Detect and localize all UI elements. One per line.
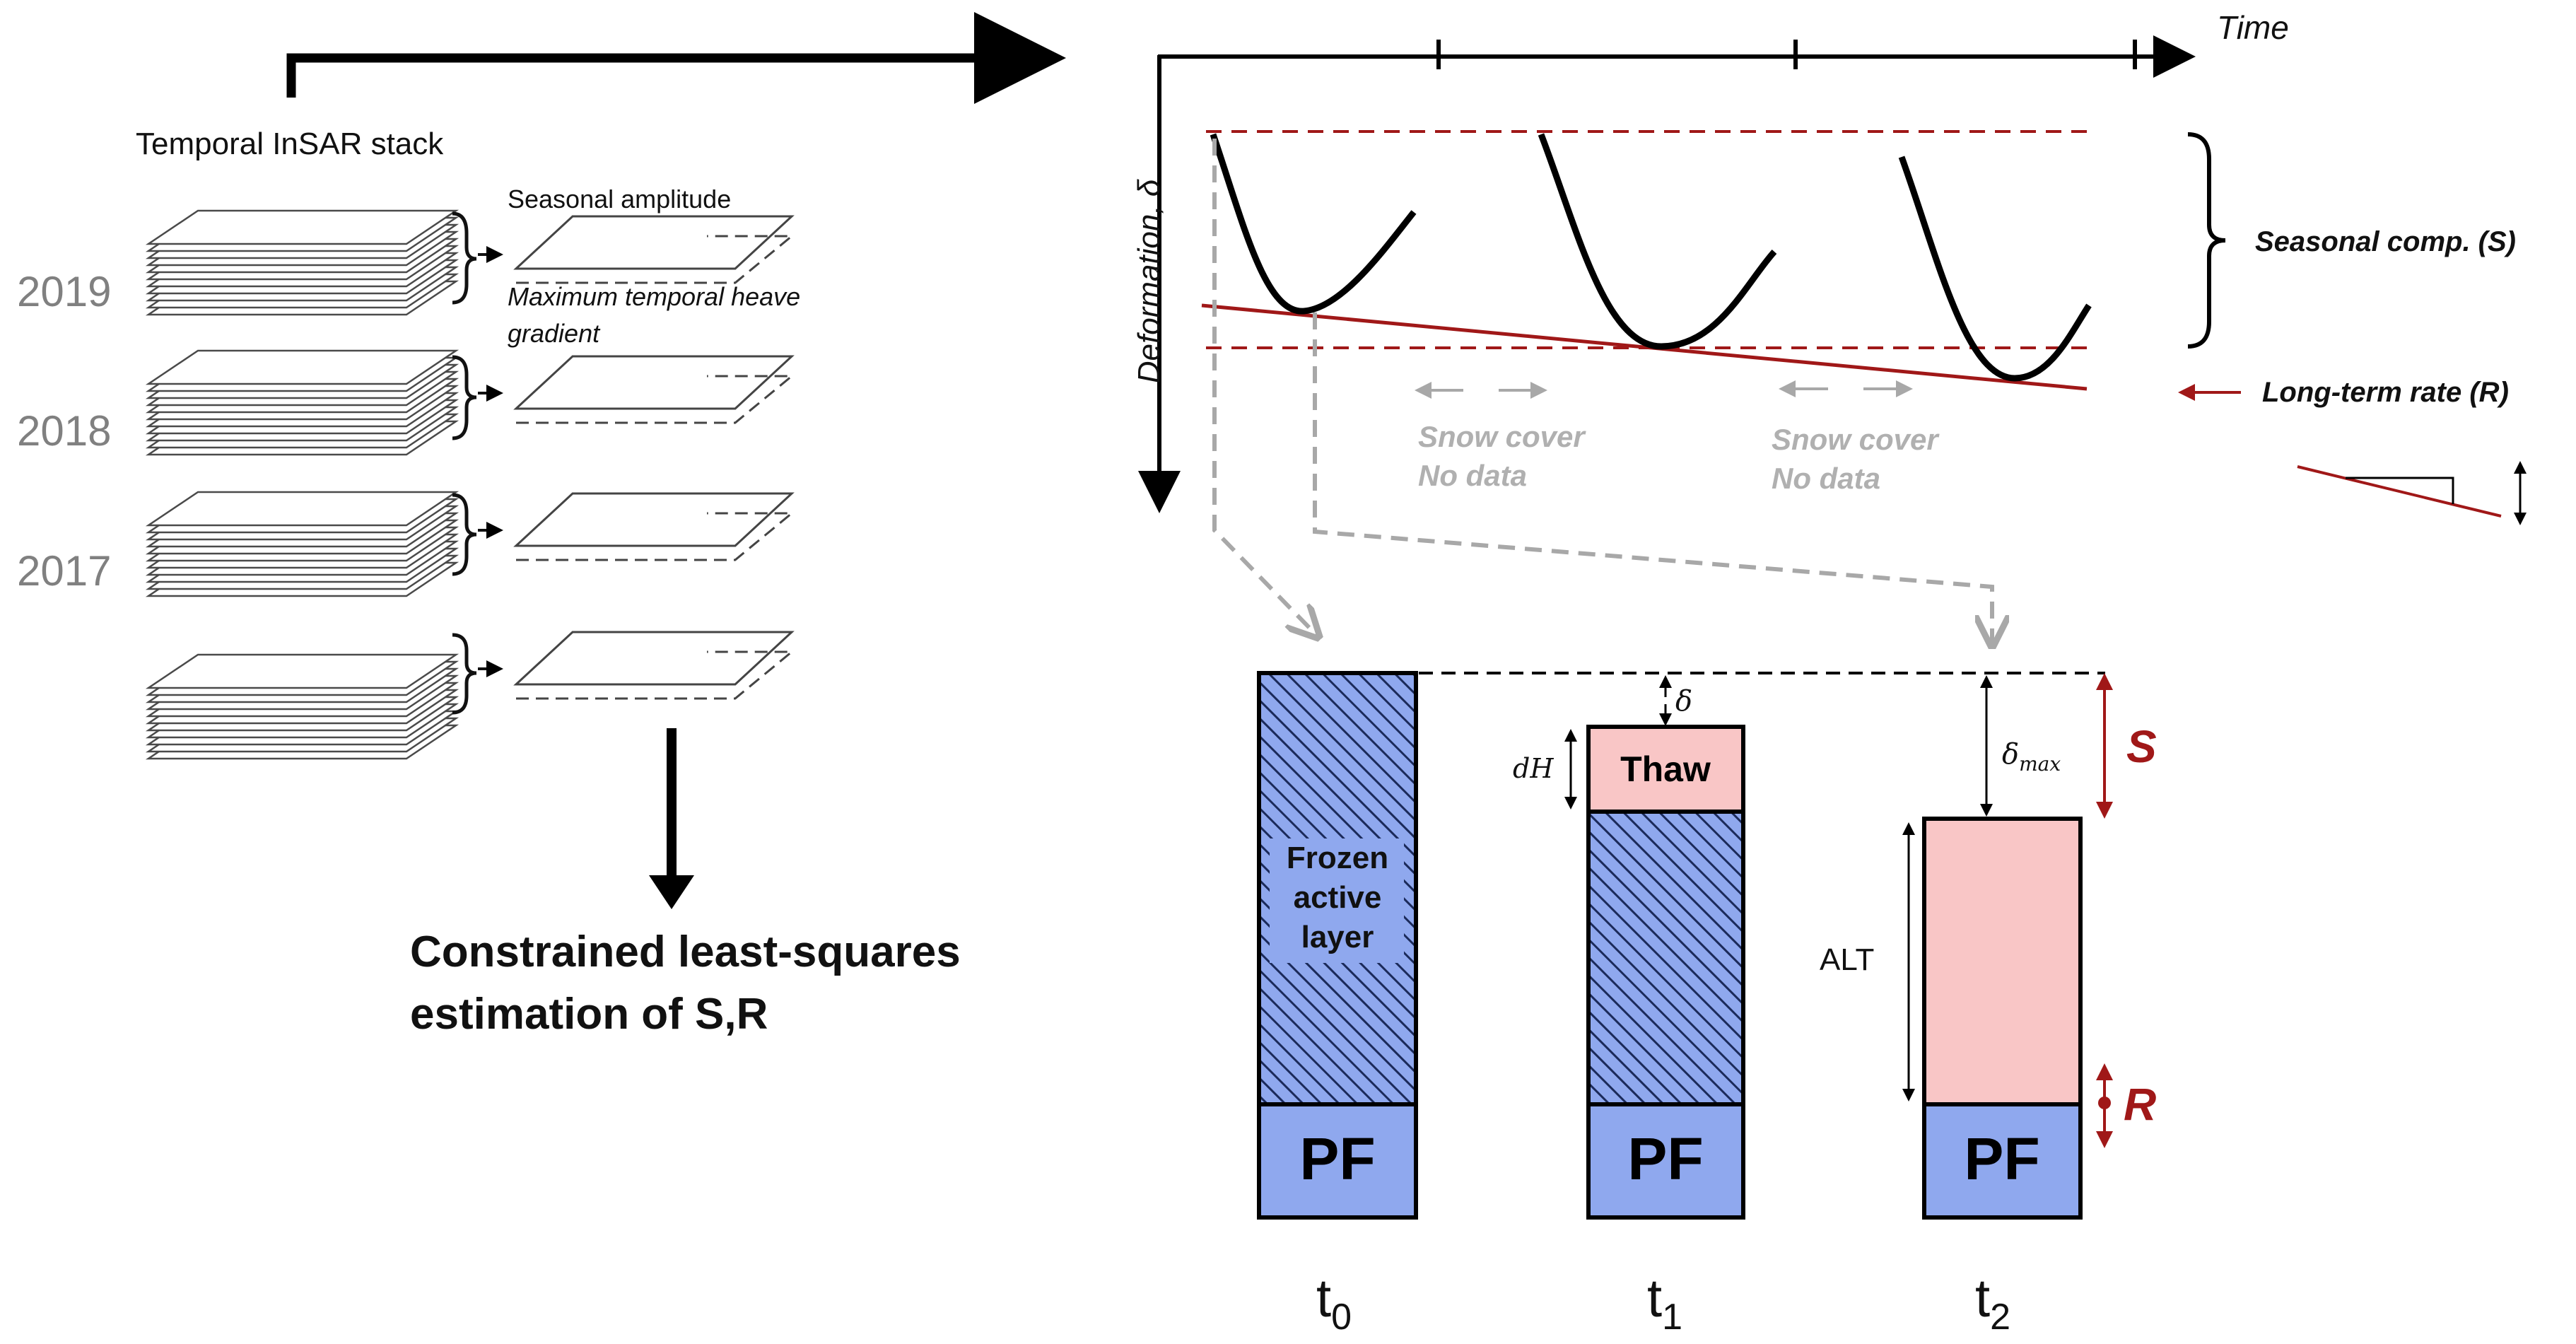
permafrost-t2 <box>1922 1102 2083 1220</box>
time-label-t0: t0 <box>1316 1268 1352 1338</box>
heave-gradient-label-1: Maximum temporal heave <box>508 282 800 311</box>
frozen-label-1: Frozen <box>1287 841 1388 875</box>
stack-title: Temporal InSAR stack <box>136 127 444 161</box>
stack-2019 <box>145 209 795 316</box>
guide-arrow-t2 <box>1313 312 1992 645</box>
amplitude-plane <box>513 215 795 270</box>
thaw-label: Thaw <box>1620 749 1711 789</box>
soil-columns: Frozen active layer PF Thaw PF δ dH PF <box>1257 671 2157 1338</box>
stack-2016 <box>145 631 795 760</box>
delta-max-label: δmax <box>2002 738 2061 776</box>
frozen-label-box <box>1270 838 1404 963</box>
guide-arrow-t0 <box>1212 139 1318 636</box>
r-label: R <box>2124 1079 2156 1130</box>
estimation-label-2: estimation of S,R <box>410 990 768 1039</box>
frozen-layer-t1 <box>1586 810 1745 1106</box>
brace <box>452 211 477 305</box>
year-label-2018: 2018 <box>17 407 111 455</box>
seasonal-curve-3 <box>1898 156 2092 382</box>
frozen-label-3: layer <box>1301 920 1374 954</box>
deformation-plot: Time Deformation, δ Snow cover No data S… <box>1132 9 2527 645</box>
seasonal-amplitude-label: Seasonal amplitude <box>508 185 731 214</box>
left-panel: Temporal InSAR stack <box>17 12 1066 1039</box>
estimation-label-1: Constrained least-squares <box>410 928 961 976</box>
seasonal-curve-1 <box>1210 133 1417 315</box>
frozen-label-2: active <box>1294 880 1382 915</box>
heave-gradient-label-2: gradient <box>508 319 601 348</box>
long-term-trend-line <box>1201 303 2088 391</box>
seasonal-curve-2 <box>1538 133 1777 350</box>
amplitude-plane-dashed <box>516 235 795 284</box>
thaw-layer-t2 <box>1922 817 2083 1106</box>
column-t1: Thaw PF δ dH <box>1513 675 1745 1220</box>
no-data-label-1: No data <box>1418 459 1527 492</box>
snow-cover-label-2: Snow cover <box>1772 423 1940 456</box>
pf-label-t2: PF <box>1964 1126 2039 1192</box>
flow-arrow-to-plot <box>286 12 1066 104</box>
time-label-t1: t1 <box>1647 1268 1682 1338</box>
seasonal-brace <box>2187 132 2226 349</box>
down-arrow-head <box>649 875 694 909</box>
year-label-2019: 2019 <box>17 268 111 315</box>
dh-label: dH <box>1513 753 1554 784</box>
slope-icon <box>2297 461 2527 525</box>
alt-label: ALT <box>1820 942 1874 977</box>
column-t0: Frozen active layer PF <box>1257 671 1418 1220</box>
year-label-2017: 2017 <box>17 547 111 595</box>
permafrost-t0 <box>1257 1102 1418 1220</box>
snow-cover-label-1: Snow cover <box>1418 420 1586 453</box>
thaw-layer-t1 <box>1586 725 1745 814</box>
column-t2: PF δmax ALT S R <box>1820 673 2157 1220</box>
s-label: S <box>2126 721 2157 772</box>
permafrost-t1 <box>1586 1102 1745 1220</box>
stack-2018 <box>145 349 795 456</box>
time-axis-label: Time <box>2217 9 2289 46</box>
long-term-rate-label: Long-term rate (R) <box>2262 377 2509 408</box>
pf-label-t1: PF <box>1627 1126 1703 1192</box>
no-data-label-2: No data <box>1772 462 1880 495</box>
time-label-t2: t2 <box>1975 1268 2010 1338</box>
deformation-axis-label: Deformation, δ <box>1132 179 1166 383</box>
pf-label-t0: PF <box>1299 1126 1375 1192</box>
delta-label: δ <box>1675 685 1692 718</box>
stack-layers <box>145 209 459 316</box>
stack-2017 <box>145 491 795 597</box>
seasonal-comp-label: Seasonal comp. (S) <box>2255 226 2516 257</box>
